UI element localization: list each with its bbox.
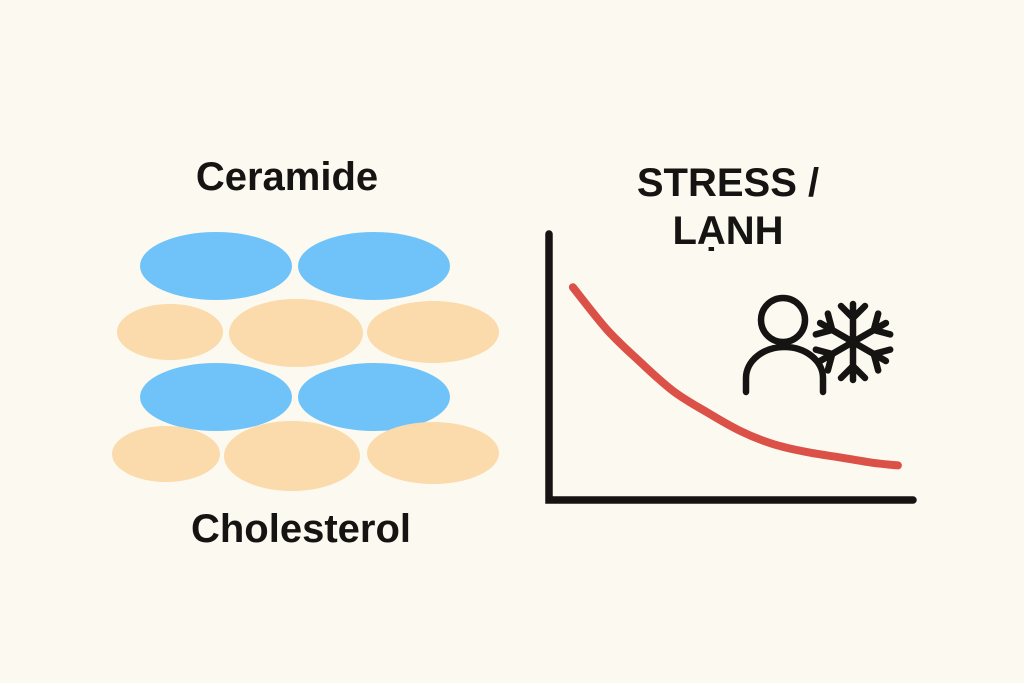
snowflake-arm xyxy=(849,338,894,374)
snowflake-arm xyxy=(812,338,857,374)
snowflake-arm xyxy=(812,310,857,346)
cholesterol-ellipse xyxy=(367,301,499,363)
cholesterol-ellipse xyxy=(367,422,499,484)
snowflake-arm xyxy=(837,338,869,384)
stress-cold-title: STRESS / LẠNH xyxy=(637,159,819,255)
cholesterol-ellipse xyxy=(229,299,363,367)
snowflake-arm xyxy=(837,300,869,346)
person-icon xyxy=(742,294,827,396)
person-head xyxy=(757,294,809,346)
snowflake-icon xyxy=(812,300,894,384)
chart-axes xyxy=(545,230,917,504)
cholesterol-label: Cholesterol xyxy=(190,507,412,551)
ceramide-label: Ceramide xyxy=(195,155,379,199)
decline-curve xyxy=(568,283,902,470)
ceramide-ellipse xyxy=(298,232,450,300)
ceramide-ellipse xyxy=(298,363,450,431)
cholesterol-ellipse xyxy=(112,426,220,482)
ceramide-ellipse xyxy=(140,363,292,431)
snowflake-arm xyxy=(849,310,894,346)
stress-title-line2: LẠNH xyxy=(672,209,784,253)
person-body xyxy=(742,343,827,396)
ceramide-ellipse xyxy=(140,232,292,300)
cholesterol-ellipse xyxy=(224,421,360,491)
stress-title-line1: STRESS / xyxy=(636,161,820,205)
cholesterol-ellipse xyxy=(117,304,223,360)
